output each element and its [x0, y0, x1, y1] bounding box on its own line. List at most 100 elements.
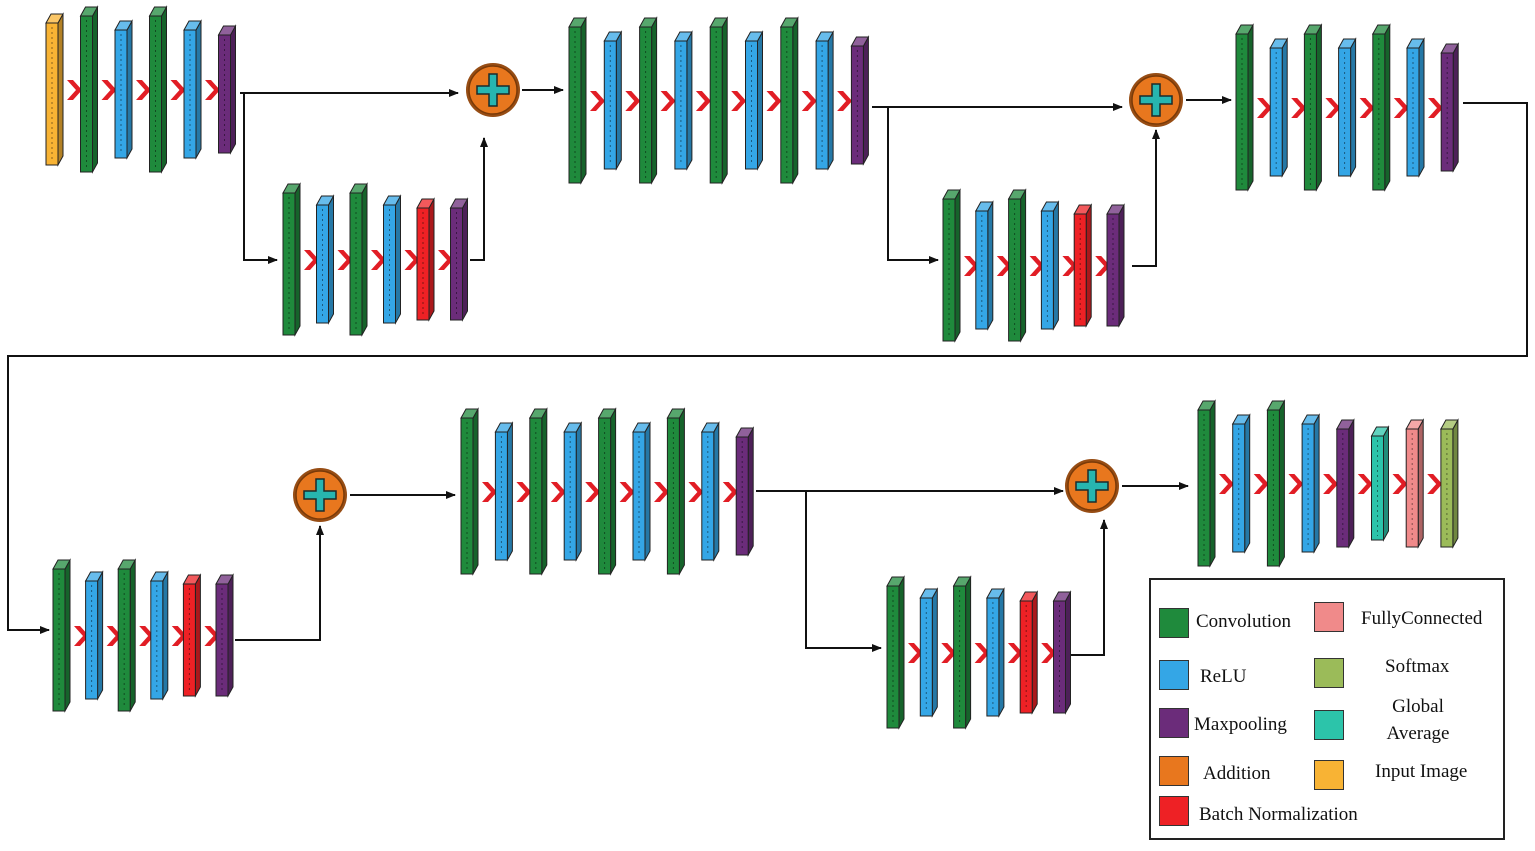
flow-chevron [1323, 474, 1339, 494]
layer-relu [919, 587, 939, 718]
layer-batch-normalization [1019, 590, 1039, 715]
layer-convolution [779, 16, 799, 185]
layer-maxpooling [1440, 42, 1460, 173]
flow-chevron [837, 91, 853, 111]
flow-chevron [766, 91, 782, 111]
layer-global-average [1370, 425, 1390, 542]
block-5-stack [1197, 399, 1459, 568]
flow-chevron [205, 80, 220, 100]
legend-swatch-maxpooling [1159, 708, 1189, 738]
connector-line [243, 93, 278, 264]
layer-relu [632, 421, 651, 562]
flow-chevron [1357, 474, 1373, 494]
layer-convolution [952, 575, 972, 730]
legend-label-convolution: Convolution [1196, 611, 1292, 632]
flow-chevron [1392, 474, 1408, 494]
connector-line [1068, 519, 1108, 656]
shortcut-4-stack [886, 575, 1072, 730]
layer-batch-normalization [182, 573, 202, 698]
addition-nodes [293, 63, 1183, 522]
flow-chevron [482, 482, 497, 502]
layer-relu [494, 421, 514, 562]
addition-node-3 [293, 468, 347, 522]
layer-convolution [597, 407, 617, 576]
legend-swatch-input-image [1314, 760, 1344, 790]
plus-icon [303, 478, 337, 512]
layer-relu [563, 421, 583, 562]
layer-fully-connected [1405, 418, 1425, 549]
shortcut-2-stack [942, 188, 1125, 343]
layer-relu [674, 30, 693, 171]
layer-relu [1337, 37, 1357, 178]
plus-icon [1075, 469, 1109, 503]
layer-relu [84, 570, 104, 701]
flow-chevron [1359, 98, 1375, 118]
legend-label-input-image: Input Image [1375, 761, 1468, 782]
legend-label-addition: Addition [1203, 763, 1271, 784]
block-2-stack [568, 16, 870, 185]
legend-label-maxpooling: Maxpooling [1194, 714, 1287, 735]
addition-node-4 [1065, 459, 1119, 513]
legend-label-relu: ReLU [1200, 666, 1247, 687]
block-4-stack [460, 407, 755, 576]
flow-chevron [1325, 98, 1341, 118]
layer-batch-normalization [1073, 203, 1093, 328]
layer-relu [603, 30, 623, 171]
layer-convolution [942, 188, 961, 343]
flow-chevron [1393, 98, 1409, 118]
flow-chevron [1288, 474, 1304, 494]
legend-label-global-average-line2: Average [1386, 723, 1450, 744]
layer-relu [986, 587, 1005, 718]
flow-chevron [625, 91, 641, 111]
layer-relu [1406, 37, 1425, 178]
layer-convolution [709, 16, 729, 185]
flow-chevron [170, 80, 186, 100]
layer-convolution [1371, 23, 1391, 192]
flow-chevron [550, 482, 566, 502]
layer-convolution [1007, 188, 1027, 343]
layer-maxpooling [735, 426, 755, 557]
layer-relu [1231, 413, 1251, 554]
layer-batch-normalization [416, 197, 435, 322]
layer-convolution [117, 558, 137, 713]
layer-relu [183, 19, 202, 160]
flow-chevron [731, 91, 747, 111]
legend: Convolution ReLU Maxpooling Addition Bat… [1149, 578, 1505, 840]
connector-line [470, 137, 488, 261]
layer-convolution [638, 16, 658, 185]
layer-maxpooling [850, 35, 870, 166]
legend-swatch-softmax [1314, 658, 1344, 688]
layer-relu [1269, 37, 1289, 178]
legend-swatch-convolution [1159, 608, 1189, 638]
flow-chevron [516, 482, 532, 502]
layer-relu [700, 421, 720, 562]
layer-maxpooling [217, 24, 237, 155]
legend-label-fully-connected: FullyConnected [1361, 608, 1483, 629]
flow-chevron [136, 80, 151, 100]
plus-icon [1139, 83, 1173, 117]
shortcut-3-stack [52, 558, 234, 713]
layer-maxpooling [1106, 203, 1125, 328]
layer-relu [315, 194, 335, 325]
layer-maxpooling [1052, 590, 1072, 715]
layer-convolution [52, 558, 71, 713]
layer-relu [149, 570, 169, 701]
legend-swatch-addition [1159, 756, 1189, 786]
legend-label-softmax: Softmax [1385, 656, 1450, 677]
flow-chevron [590, 91, 605, 111]
flow-chevron [1219, 474, 1234, 494]
addition-node-1 [466, 63, 520, 117]
connector-line [887, 107, 939, 264]
layer-relu [382, 194, 402, 325]
flow-chevron [1291, 98, 1307, 118]
layer-convolution [282, 182, 301, 337]
layer-convolution [148, 5, 168, 174]
flow-chevron [585, 482, 601, 502]
block-3-stack [1235, 23, 1460, 192]
flow-chevron [1257, 98, 1272, 118]
layer-relu [1040, 200, 1060, 331]
flow-chevron [1427, 474, 1443, 494]
legend-swatch-global-average [1314, 710, 1344, 740]
connector-line [235, 525, 324, 641]
